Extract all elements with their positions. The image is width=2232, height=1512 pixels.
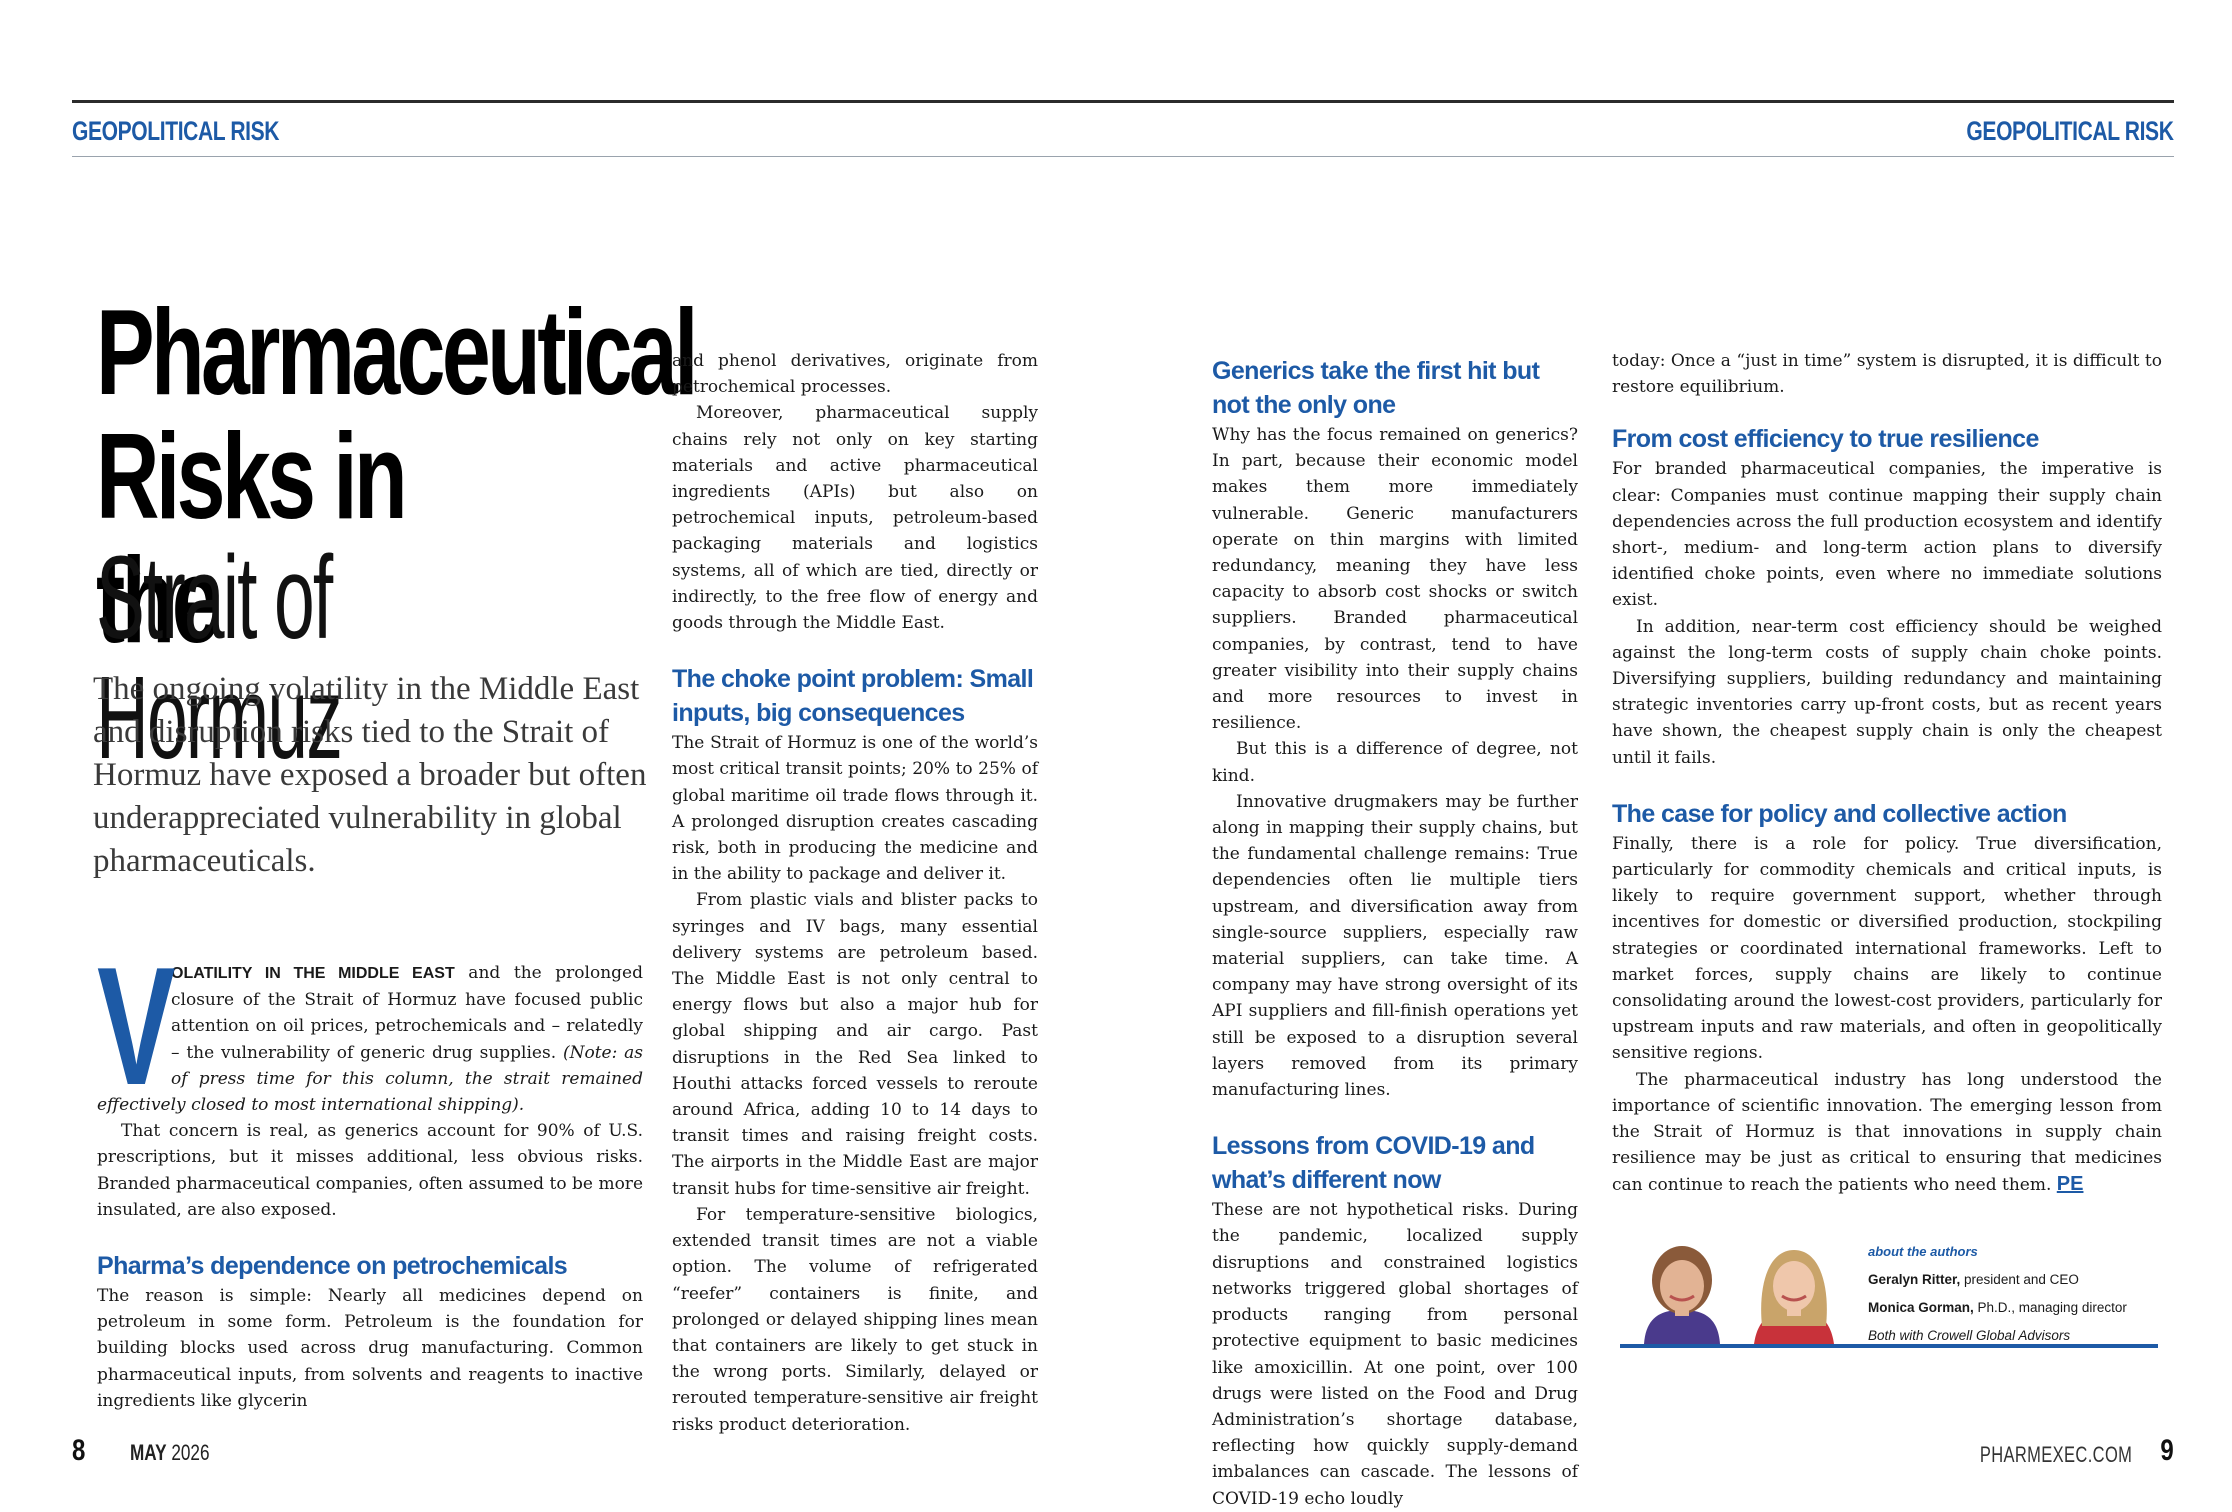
header-top-rule [72,100,2174,103]
paragraph: today: Once a “just in time” system is d… [1612,351,2162,398]
paragraph: The Strait of Hormuz is one of the world… [672,733,1038,885]
paragraph: For branded pharmaceutical companies, th… [1612,459,2162,611]
author-1-role: president and CEO [1960,1272,2079,1287]
section-label-right: GEOPOLITICAL RISK [1966,116,2175,146]
paragraph: Finally, there is a role for policy. Tru… [1612,833,2162,1064]
authors-affiliation: Both with Crowell Global Advisors [1868,1328,2071,1343]
article-title-bold: Pharmaceutical Risks in the [96,284,699,668]
paragraph: That concern is real, as generics accoun… [97,1121,643,1220]
issue-date: MAY 2026 [130,1440,210,1466]
paragraph: From plastic vials and blister packs to … [672,890,1038,1199]
author-2-name: Monica Gorman, [1868,1300,1974,1315]
article-column-4: today: Once a “just in time” system is d… [1612,348,2162,1199]
header-sub-rule [72,156,2174,157]
subhead-policy: The case for policy and collective actio… [1612,799,2067,828]
author-2: Monica Gorman, Ph.D., managing director [1868,1294,2127,1322]
article-deck: The ongoing volatility in the Middle Eas… [93,671,647,879]
article-column-3: Generics take the first hit but not the … [1212,354,1578,1512]
authors-heading: about the authors [1868,1244,1978,1259]
paragraph: But this is a difference of degree, not … [1212,739,1578,786]
author-photo-gorman [1738,1236,1850,1344]
site-url: PHARMEXEC.COM [1979,1442,2132,1467]
intro-text: and the prolonged closure of the Strait … [171,963,643,1063]
paragraph: For temperature-sensitive biologics, ext… [672,1204,1038,1435]
portrait-icon [1626,1236,1738,1344]
author-1: Geralyn Ritter, president and CEO [1868,1266,2127,1294]
paragraph: The reason is simple: Nearly all medicin… [97,1286,643,1411]
title-line-2: Risks in the [96,408,408,668]
paragraph: In addition, near-term cost efficiency s… [1612,616,2162,768]
subhead-petrochemicals: Pharma’s dependence on petrochemicals [97,1252,568,1281]
subhead-generics: Generics take the first hit but not the … [1212,357,1540,419]
author-1-name: Geralyn Ritter, [1868,1272,1961,1287]
paragraph: and phenol derivatives, originate from p… [672,351,1038,398]
author-photo-ritter [1626,1236,1738,1344]
section-label-left: GEOPOLITICAL RISK [72,116,280,146]
authors-rule [1620,1344,2158,1348]
page-number-right: 9 [2160,1434,2174,1467]
article-column-2: and phenol derivatives, originate from p… [672,348,1038,1438]
author-2-role: Ph.D., managing director [1973,1300,2127,1315]
subhead-resilience: From cost efficiency to true resilience [1612,425,2039,454]
title-line-1: Pharmaceutical [96,284,699,420]
paragraph: Innovative drugmakers may be further alo… [1212,791,1578,1101]
press-note: (Note: as of press time for this column,… [97,1042,644,1116]
drop-cap: V [97,932,176,1120]
paragraph: Why has the focus remained on generics? … [1212,425,1578,734]
paragraph: These are not hypothetical risks. During… [1212,1200,1578,1509]
end-mark: PE [2056,1173,2084,1196]
closing-text: The pharmaceutical industry has long und… [1612,1069,2162,1196]
article-title-light: Strait of Hormuz [96,532,343,784]
subhead-choke-point: The choke point problem: Small inputs, b… [672,665,1034,728]
page-number-left: 8 [72,1434,86,1467]
issue-year: 2026 [166,1440,210,1465]
paragraph: Moreover, pharmaceutical supply chains r… [672,403,1038,634]
issue-month: MAY [130,1440,167,1465]
closing-paragraph: The pharmaceutical industry has long und… [1612,1067,2162,1199]
portrait-icon [1738,1236,1850,1344]
authors-info: about the authors Geralyn Ritter, presid… [1868,1238,2127,1350]
lead-in: OLATILITY IN THE MIDDLE EAST [171,965,455,982]
subhead-covid: Lessons from COVID-19 and what’s differe… [1212,1132,1535,1195]
